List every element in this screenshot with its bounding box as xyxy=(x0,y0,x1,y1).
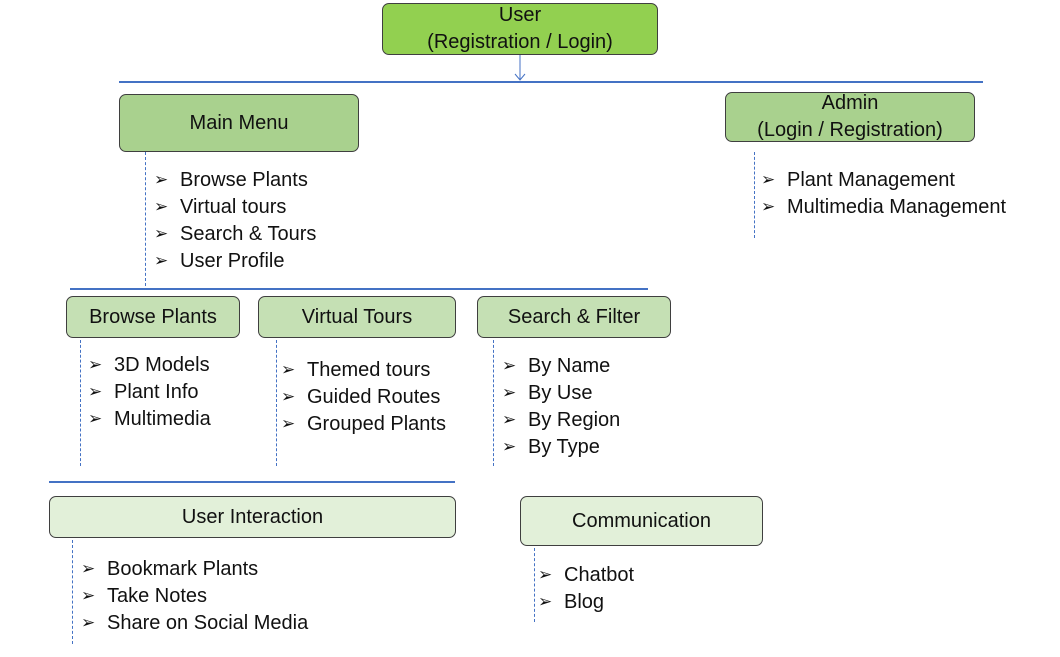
communication-node: Communication xyxy=(520,496,763,546)
user-interaction-list: ➢Bookmark Plants ➢Take Notes ➢Share on S… xyxy=(81,556,308,637)
list-item: ➢Search & Tours xyxy=(154,221,316,248)
arrow-bullet-icon: ➢ xyxy=(281,360,296,380)
list-item: ➢Share on Social Media xyxy=(81,610,308,637)
arrow-bullet-icon: ➢ xyxy=(761,170,776,190)
list-item: ➢Blog xyxy=(538,589,634,616)
arrow-bullet-icon: ➢ xyxy=(154,197,169,217)
user-node-title: User xyxy=(498,4,542,26)
virtual-tours-title: Virtual Tours xyxy=(301,305,413,328)
arrow-bullet-icon: ➢ xyxy=(88,409,103,429)
search-filter-node: Search & Filter xyxy=(477,296,671,338)
arrow-bullet-icon: ➢ xyxy=(81,559,96,579)
search-filter-connector xyxy=(493,340,494,466)
arrow-bullet-icon: ➢ xyxy=(502,437,517,457)
admin-node: Admin (Login / Registration) xyxy=(725,92,975,142)
arrow-bullet-icon: ➢ xyxy=(502,383,517,403)
arrow-bullet-icon: ➢ xyxy=(281,414,296,434)
list-item: ➢By Region xyxy=(502,407,620,434)
admin-list: ➢Plant Management ➢Multimedia Management xyxy=(761,167,1006,221)
search-filter-title: Search & Filter xyxy=(507,305,641,328)
admin-connector xyxy=(754,152,755,238)
list-item: ➢Plant Info xyxy=(88,379,211,406)
virtual-tours-connector xyxy=(276,340,277,466)
arrow-bullet-icon: ➢ xyxy=(502,356,517,376)
list-item: ➢By Type xyxy=(502,434,620,461)
list-item: ➢Plant Management xyxy=(761,167,1006,194)
admin-node-title: Admin xyxy=(821,92,879,114)
list-item: ➢Guided Routes xyxy=(281,384,446,411)
user-interaction-title: User Interaction xyxy=(181,505,324,528)
main-menu-connector xyxy=(145,152,146,286)
arrow-bullet-icon: ➢ xyxy=(502,410,517,430)
user-interaction-node: User Interaction xyxy=(49,496,456,538)
arrow-bullet-icon: ➢ xyxy=(81,613,96,633)
list-item: ➢Multimedia xyxy=(88,406,211,433)
communication-title: Communication xyxy=(572,509,711,532)
arrow-bullet-icon: ➢ xyxy=(154,251,169,271)
lower-divider-line xyxy=(49,481,455,483)
arrow-bullet-icon: ➢ xyxy=(761,197,776,217)
list-item: ➢Bookmark Plants xyxy=(81,556,308,583)
arrow-bullet-icon: ➢ xyxy=(88,382,103,402)
user-node-subtitle: (Registration / Login) xyxy=(427,31,613,53)
user-connector-arrow xyxy=(514,55,526,81)
arrow-bullet-icon: ➢ xyxy=(281,387,296,407)
main-menu-title: Main Menu xyxy=(189,111,289,134)
main-menu-node: Main Menu xyxy=(119,94,359,152)
user-node: User (Registration / Login) xyxy=(382,3,658,55)
arrow-bullet-icon: ➢ xyxy=(538,592,553,612)
list-item: ➢3D Models xyxy=(88,352,211,379)
arrow-bullet-icon: ➢ xyxy=(538,565,553,585)
arrow-bullet-icon: ➢ xyxy=(81,586,96,606)
list-item: ➢Virtual tours xyxy=(154,194,316,221)
list-item: ➢Grouped Plants xyxy=(281,411,446,438)
browse-plants-title: Browse Plants xyxy=(89,305,217,328)
list-item: ➢By Name xyxy=(502,353,620,380)
section-divider-line xyxy=(70,288,648,290)
arrow-bullet-icon: ➢ xyxy=(154,170,169,190)
list-item: ➢Chatbot xyxy=(538,562,634,589)
list-item: ➢Browse Plants xyxy=(154,167,316,194)
browse-plants-connector xyxy=(80,340,81,466)
browse-plants-list: ➢3D Models ➢Plant Info ➢Multimedia xyxy=(88,352,211,433)
communication-list: ➢Chatbot ➢Blog xyxy=(538,562,634,616)
arrow-bullet-icon: ➢ xyxy=(88,355,103,375)
main-menu-list: ➢Browse Plants ➢Virtual tours ➢Search & … xyxy=(154,167,316,275)
virtual-tours-list: ➢Themed tours ➢Guided Routes ➢Grouped Pl… xyxy=(281,357,446,438)
list-item: ➢Take Notes xyxy=(81,583,308,610)
list-item: ➢User Profile xyxy=(154,248,316,275)
admin-node-subtitle: (Login / Registration) xyxy=(757,119,943,141)
top-divider-line xyxy=(119,81,983,83)
virtual-tours-node: Virtual Tours xyxy=(258,296,456,338)
arrow-bullet-icon: ➢ xyxy=(154,224,169,244)
user-interaction-connector xyxy=(72,540,73,644)
list-item: ➢Multimedia Management xyxy=(761,194,1006,221)
list-item: ➢By Use xyxy=(502,380,620,407)
communication-connector xyxy=(534,548,535,622)
browse-plants-node: Browse Plants xyxy=(66,296,240,338)
search-filter-list: ➢By Name ➢By Use ➢By Region ➢By Type xyxy=(502,353,620,461)
list-item: ➢Themed tours xyxy=(281,357,446,384)
